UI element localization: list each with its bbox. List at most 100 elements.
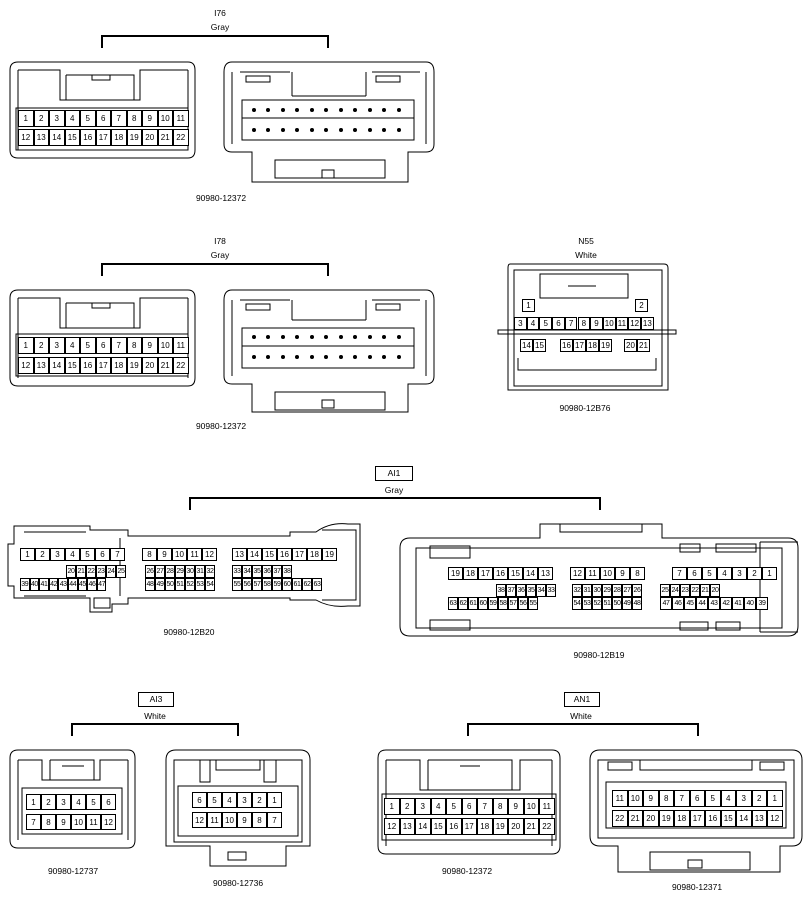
pin-row_22_12-15: 15 (720, 810, 736, 827)
pin-n55_bot_c-20: 20 (624, 339, 637, 352)
pin-ai1r_mid_a-38: 38 (496, 584, 506, 597)
ai3-color-label: White (144, 711, 166, 721)
pin-row_11_1-3: 3 (736, 790, 752, 807)
pin-row_1_11-1: 1 (18, 110, 34, 127)
ai1-left-connector-body (7, 523, 361, 613)
pin-n55_mid-4: 4 (526, 317, 540, 330)
pin-row_22_12-12: 12 (767, 810, 783, 827)
i78-right-pin-dots (252, 335, 401, 359)
pin-ai3l_bot-9: 9 (56, 814, 71, 830)
pin-n55_bot_c-21: 21 (637, 339, 650, 352)
pin-ai1l_top_a-1: 1 (20, 548, 35, 561)
ai3-right-connector-body (165, 749, 311, 867)
ai1-right-part-number: 90980-12B19 (573, 650, 625, 660)
pin-ai1l_top_c-14: 14 (247, 548, 262, 561)
pin-row_1_11-4: 4 (430, 798, 446, 815)
pin-ai1r_bot_a-60: 60 (478, 597, 488, 610)
pin-row_12_22-15: 15 (430, 818, 446, 835)
pin-ai1r_mid_c-23: 23 (680, 584, 690, 597)
pin-ai1l_mid_c-38: 38 (282, 565, 292, 578)
pin-row_12_22-20: 20 (142, 129, 158, 146)
pin-row_12_22-21: 21 (523, 818, 539, 835)
pin-ai1l_bot_a-41: 41 (39, 578, 49, 591)
pin-ai3l_bot-10: 10 (71, 814, 86, 830)
pin-ai3r_bot-7: 7 (267, 812, 282, 828)
pin-ai1l_bot_a-47: 47 (96, 578, 107, 591)
pin-row_1_11-7: 7 (477, 798, 493, 815)
pin-ai1r_mid_b-26: 26 (632, 584, 642, 597)
pin-ai1l_bot_a-40: 40 (29, 578, 40, 591)
pin-row_12_22-13: 13 (33, 129, 49, 146)
pin-ai1r_top_a-13: 13 (538, 567, 553, 580)
pin-ai1l_top_b-11: 11 (187, 548, 202, 561)
pin-row_12_22-18: 18 (111, 129, 127, 146)
pin-ai1r_top_c-2: 2 (747, 567, 762, 580)
ai3-bracket (71, 723, 239, 736)
pin-ai3l_top-4: 4 (71, 794, 86, 810)
pin-ai3r_top-6: 6 (192, 792, 207, 808)
pin-n55_bot_b-16: 16 (560, 339, 573, 352)
ai3-connector-name: AI3 (138, 692, 174, 707)
pin-ai1r_bot_b-51: 51 (602, 597, 612, 610)
pin-n55_bot_b-19: 19 (599, 339, 612, 352)
pin-ai1l_bot_b-51: 51 (175, 578, 185, 591)
pin-n55_top-1: 1 (522, 299, 535, 312)
an1-left-part-number: 90980-12372 (441, 866, 493, 876)
pin-ai1l_bot_a-44: 44 (68, 578, 78, 591)
pin-ai1r_top_c-7: 7 (672, 567, 687, 580)
pin-n55_mid-3: 3 (514, 317, 527, 330)
pin-row_11_1-11: 11 (612, 790, 628, 807)
pin-ai1r_bot_c-45: 45 (684, 597, 696, 610)
pin-ai1r_bot_c-47: 47 (660, 597, 672, 610)
pin-row_1_11-2: 2 (33, 337, 49, 354)
pin-n55_mid-12: 12 (628, 317, 641, 330)
pin-row_12_22-22: 22 (539, 818, 555, 835)
pin-ai3l_top-5: 5 (86, 794, 101, 810)
pin-ai1l_bot_b-54: 54 (205, 578, 215, 591)
pin-ai1r_top_c-3: 3 (732, 567, 747, 580)
pin-ai3l_top-1: 1 (26, 794, 41, 810)
pin-ai1l_bot_b-49: 49 (155, 578, 165, 591)
pin-ai1r_top_c-1: 1 (762, 567, 777, 580)
pin-ai1r_top_c-6: 6 (687, 567, 702, 580)
pin-n55_mid-6: 6 (552, 317, 565, 330)
pin-ai1l_mid_a-23: 23 (96, 565, 106, 578)
pin-ai1r_bot_c-44: 44 (696, 597, 708, 610)
pin-ai1l_bot_b-50: 50 (165, 578, 175, 591)
pin-ai3l_bot-12: 12 (101, 814, 116, 830)
n55-connector-name: N55 (578, 236, 594, 246)
i78-bracket (101, 263, 329, 276)
pin-ai1r_mid_a-35: 35 (526, 584, 536, 597)
pin-row_22_12-21: 21 (627, 810, 643, 827)
pin-ai1l_mid_a-25: 25 (116, 565, 126, 578)
pin-ai1l_top_a-3: 3 (50, 548, 65, 561)
pin-ai3r_bot-10: 10 (222, 812, 237, 828)
pin-row_12_22-14: 14 (49, 129, 65, 146)
pin-row_1_11-6: 6 (95, 110, 111, 127)
pin-row_12_22-20: 20 (508, 818, 524, 835)
pin-ai1r_top_c-5: 5 (702, 567, 717, 580)
ai1-left-part-number: 90980-12B20 (163, 627, 215, 637)
pin-ai3l_bot-7: 7 (26, 814, 41, 830)
n55-part-number: 90980-12B76 (559, 403, 611, 413)
pin-ai1l_mid_b-26: 26 (145, 565, 155, 578)
pin-ai1r_mid_c-20: 20 (710, 584, 720, 597)
pin-ai1r_bot_b-52: 52 (592, 597, 602, 610)
pin-row_1_11-6: 6 (461, 798, 477, 815)
pin-ai1l_bot_c-55: 55 (232, 578, 242, 591)
pin-row_12_22-14: 14 (415, 818, 431, 835)
pin-row_22_12-18: 18 (674, 810, 690, 827)
pin-ai1l_top_c-13: 13 (232, 548, 247, 561)
pin-ai1l_bot_c-58: 58 (262, 578, 272, 591)
pin-ai1r_bot_a-62: 62 (458, 597, 468, 610)
pin-ai1r_mid_c-25: 25 (660, 584, 670, 597)
ai3-left-connector-body (9, 749, 136, 849)
pin-row_12_22-18: 18 (111, 357, 127, 374)
pin-ai1r_top_a-18: 18 (463, 567, 478, 580)
pin-row_12_22-16: 16 (80, 357, 96, 374)
pin-row_12_22-13: 13 (399, 818, 415, 835)
pin-row_1_11-6: 6 (95, 337, 111, 354)
pin-ai1r_bot_b-50: 50 (612, 597, 622, 610)
pin-row_12_22-17: 17 (95, 129, 111, 146)
pin-ai1l_bot_a-42: 42 (48, 578, 59, 591)
